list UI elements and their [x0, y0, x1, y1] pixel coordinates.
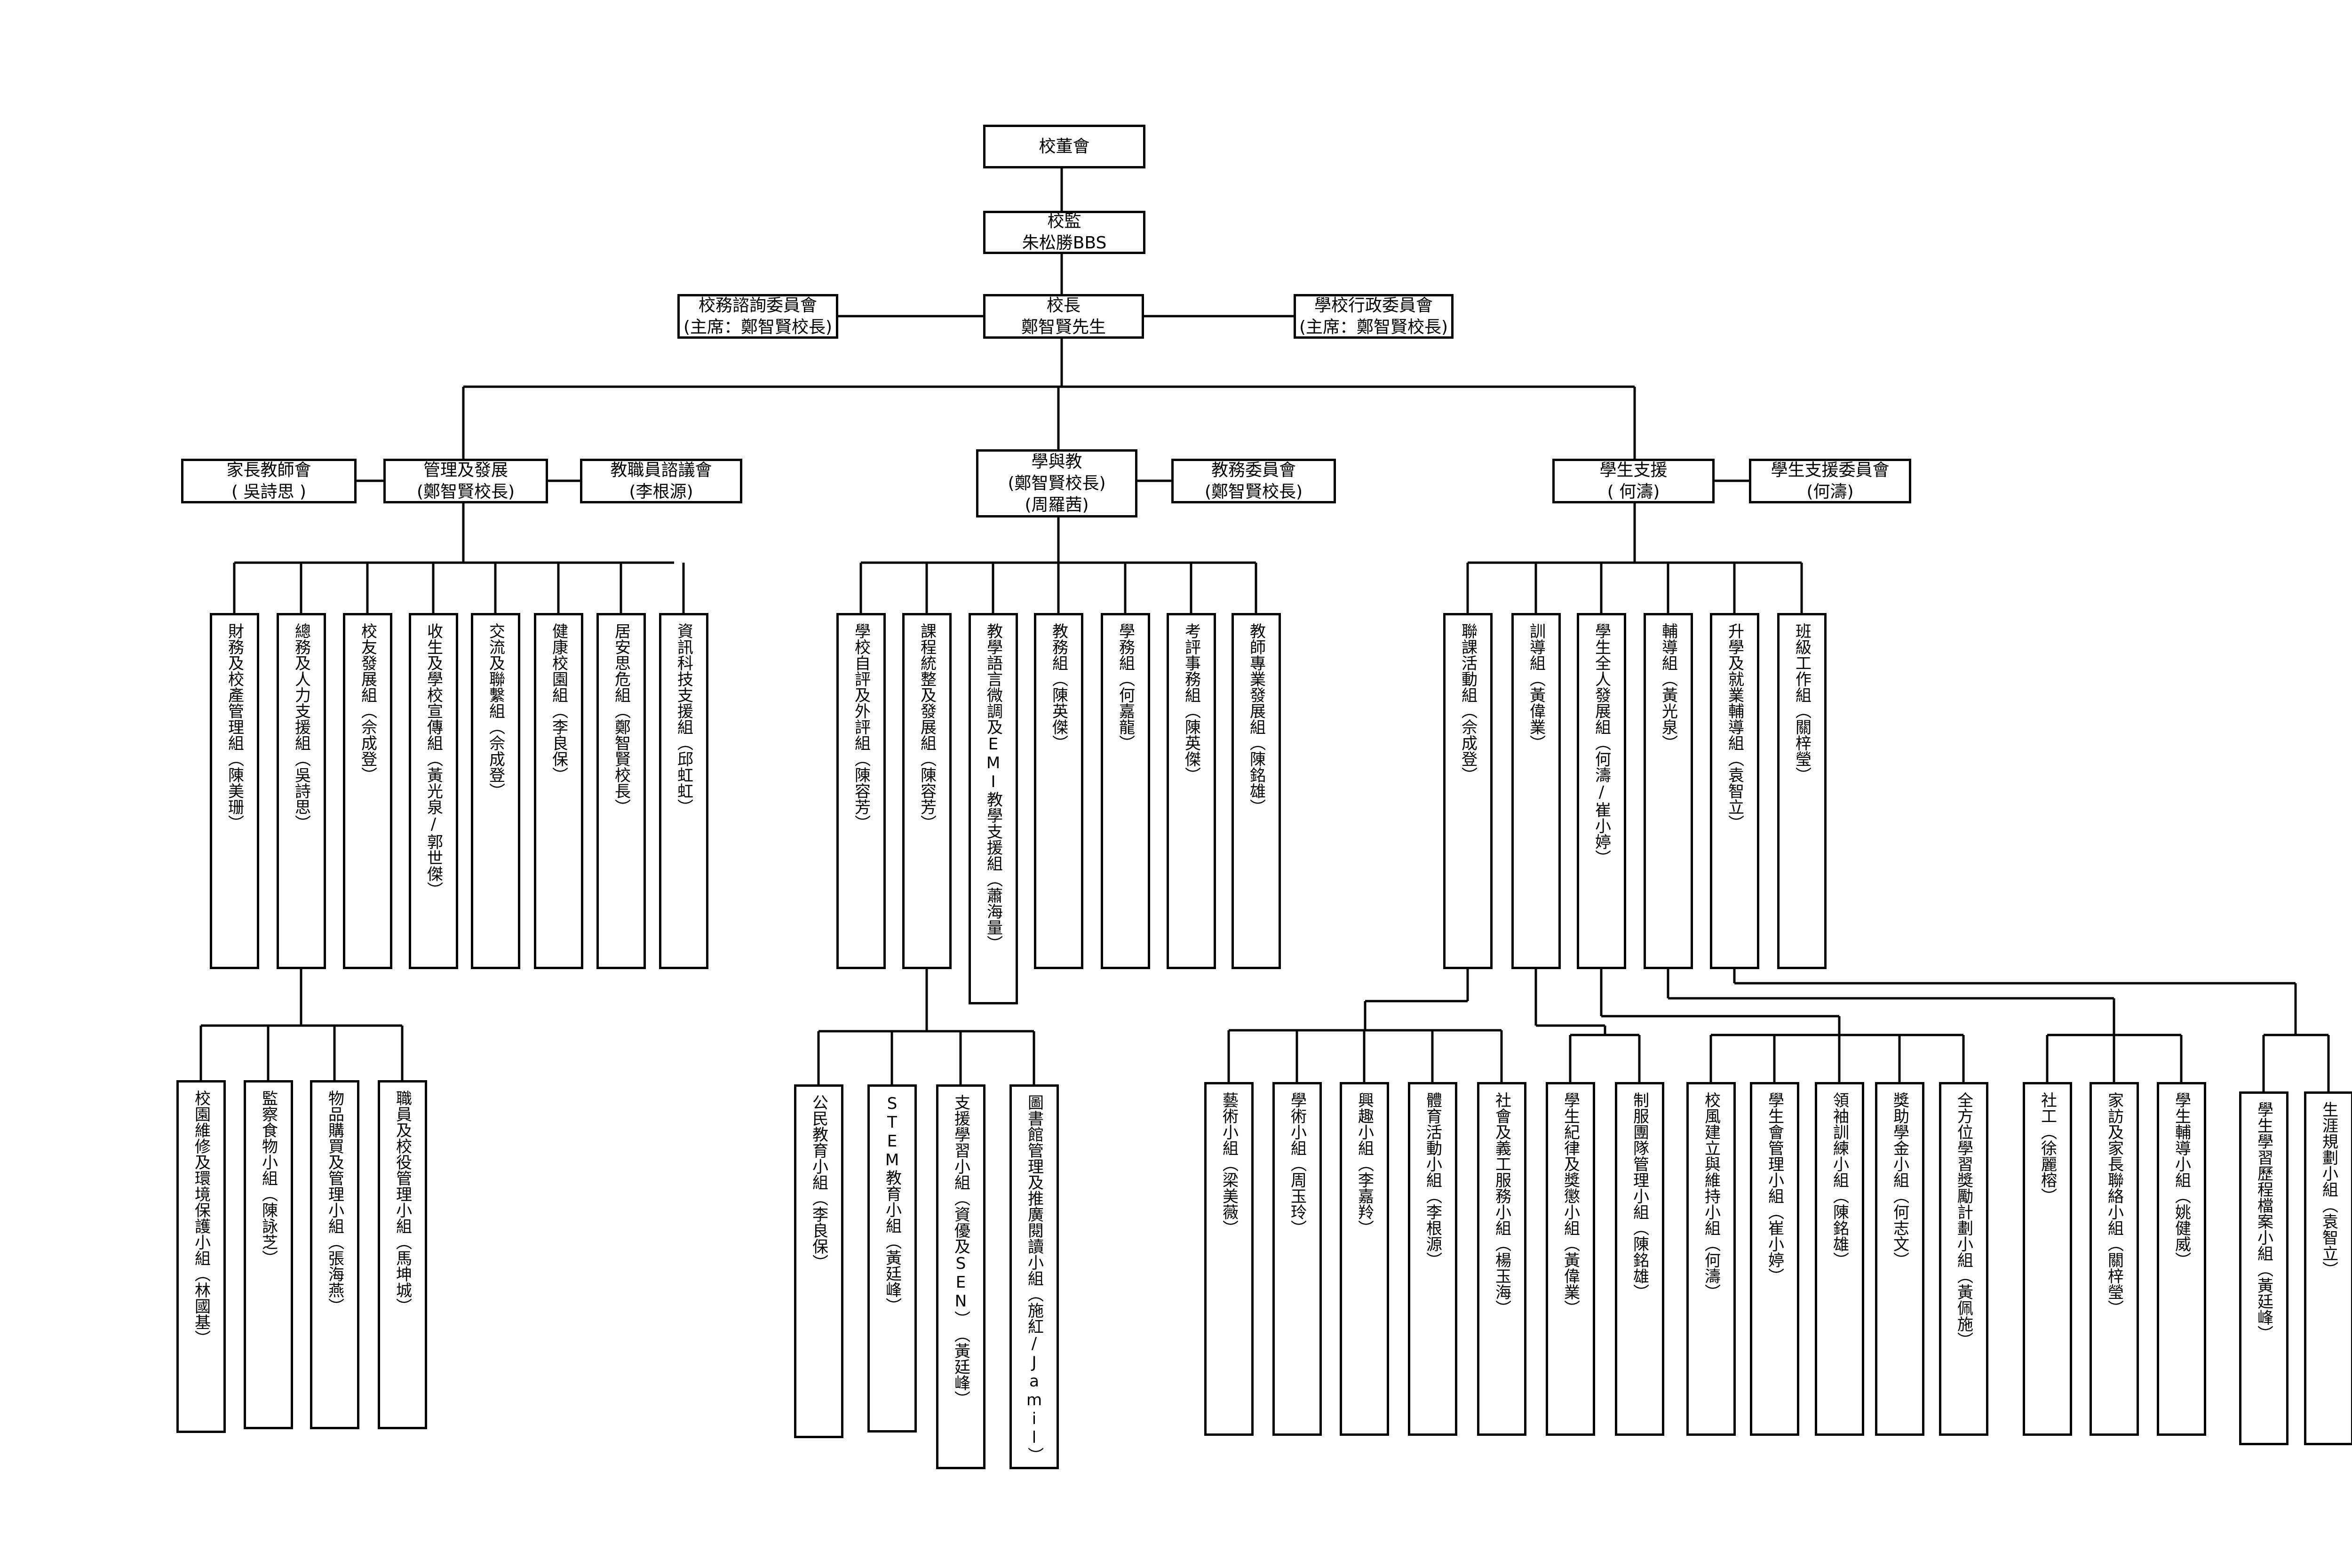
- subgroup-learning-support: 支援學習小組︵資優及SEN︶︵黃廷峰︶: [936, 1084, 985, 1469]
- subgroup-food-monitoring: 監察食物小組︵陳詠芝︶: [244, 1080, 293, 1429]
- group-ECA: 聯課活動組︵佘成登︶: [1443, 613, 1493, 969]
- subgroup-staff-management: 職員及校役管理小組︵馬坤城︶: [378, 1080, 427, 1429]
- subgroup-student-counselling: 學生輔導小組︵姚健威︶: [2157, 1082, 2206, 1436]
- subgroup-life-planning: 生涯規劃小組︵袁智立︶: [2304, 1091, 2352, 1445]
- subgroup-student-union: 學生會管理小組︵崔小婷︶: [1750, 1082, 1799, 1436]
- group-self-evaluation: 學校自評及外評組︵陳容芳︶: [836, 613, 886, 969]
- group-finance-assets: 財務及校產管理組︵陳美珊︶: [210, 613, 259, 969]
- staff-consultative-box: 教職員諮議會 (李根源): [580, 459, 742, 503]
- advisory-committee-box: 校務諮詢委員會 (主席：鄭智賢校長): [677, 294, 838, 339]
- subgroup-social-worker: 社工︵徐麗榕︶: [2023, 1082, 2072, 1436]
- subgroup-leadership: 領袖訓練小組︵陳銘雄︶: [1815, 1082, 1864, 1436]
- academic-committee-box: 教務委員會 (鄭智賢校長): [1171, 459, 1336, 503]
- subgroup-social-service: 社會及義工服務小組︵楊玉海︶: [1477, 1082, 1526, 1436]
- subgroup-academic: 學術小組︵周玉玲︶: [1272, 1082, 1322, 1436]
- group-whole-person: 學生全人發展組︵何濤/崔小婷︶: [1577, 613, 1626, 969]
- subgroup-library: 圖書館管理及推廣閱讀小組︵施紅/Jamil︶: [1009, 1084, 1059, 1469]
- subgroup-interest: 興趣小組︵李嘉羚︶: [1340, 1082, 1389, 1436]
- group-student-affairs: 學務組︵何嘉龍︶: [1101, 613, 1150, 969]
- group-teacher-development: 教師專業發展組︵陳銘雄︶: [1232, 613, 1281, 969]
- group-discipline: 訓導組︵黃偉業︶: [1511, 613, 1561, 969]
- subgroup-civic-education: 公民教育小組︵李良保︶: [794, 1084, 843, 1438]
- group-it-support: 資訊科技支援組︵邱虹虹︶: [659, 613, 708, 969]
- group-moi-emi: 教學語言微調及EMI教學支援組︵蕭海量︶: [969, 613, 1018, 1004]
- principal-box: 校長 鄭智賢先生: [983, 294, 1144, 339]
- group-class-work: 班級工作組︵關梓瑩︶: [1777, 613, 1827, 969]
- group-assessment: 考評事務組︵陳英傑︶: [1167, 613, 1216, 969]
- subgroup-discipline-rewards: 學生紀律及獎懲小組︵黃偉業︶: [1546, 1082, 1595, 1436]
- group-admission-promotion: 收生及學校宣傳組︵黃光泉/郭世傑︶: [409, 613, 458, 969]
- subgroup-campus-maintenance: 校園維修及環境保護小組︵林國基︶: [176, 1080, 226, 1433]
- student-support-committee-box: 學生支援委員會 (何濤): [1749, 459, 1911, 503]
- management-development-box: 管理及發展 (鄭智賢校長): [383, 459, 548, 503]
- supervisor-box: 校監 朱松勝BBS: [983, 211, 1145, 254]
- group-healthy-campus: 健康校園組︵李良保︶: [534, 613, 583, 969]
- learning-teaching-box: 學與教 (鄭智賢校長) (周羅茜): [976, 449, 1137, 517]
- student-support-box: 學生支援 ( 何濤): [1552, 459, 1715, 503]
- group-guidance: 輔導組︵黃光泉︶: [1644, 613, 1693, 969]
- group-alumni: 校友發展組︵佘成登︶: [343, 613, 392, 969]
- subgroup-scholarship: 獎助學金小組︵何志文︶: [1875, 1082, 1924, 1436]
- group-general-affairs: 總務及人力支援組︵吳詩思︶: [277, 613, 326, 969]
- subgroup-home-visit: 家訪及家長聯絡小組︵關梓瑩︶: [2090, 1082, 2139, 1436]
- subgroup-all-round-award: 全方位學習獎勵計劃小組︵黃佩施︶: [1939, 1082, 1988, 1436]
- subgroup-procurement: 物品購買及管理小組︵張海燕︶: [310, 1080, 359, 1429]
- group-exchange-liaison: 交流及聯繫組︵佘成登︶: [471, 613, 520, 969]
- subgroup-sports: 體育活動小組︵李根源︶: [1408, 1082, 1457, 1436]
- subgroup-uniform-groups: 制服團隊管理小組︵陳銘雄︶: [1615, 1082, 1664, 1436]
- subgroup-school-ethos: 校風建立與維持小組︵何濤︶: [1686, 1082, 1736, 1436]
- group-career-guidance: 升學及就業輔導組︵袁智立︶: [1710, 613, 1759, 969]
- subgroup-arts: 藝術小組︵梁美薇︶: [1204, 1082, 1254, 1436]
- group-curriculum: 課程統整及發展組︵陳容芳︶: [902, 613, 952, 969]
- admin-committee-box: 學校行政委員會 (主席：鄭智賢校長): [1294, 294, 1454, 339]
- group-crisis: 居安思危組︵鄭智賢校長︶: [596, 613, 646, 969]
- pta-box: 家長教師會 ( 吳詩思 ): [181, 459, 357, 503]
- school-board-box: 校董會: [983, 125, 1145, 168]
- subgroup-stem: STEM教育小組︵黃廷峰︶: [867, 1084, 917, 1433]
- group-academic-affairs: 教務組︵陳英傑︶: [1034, 613, 1083, 969]
- subgroup-learning-portfolio: 學生學習歷程檔案小組︵黃廷峰︶: [2239, 1091, 2288, 1445]
